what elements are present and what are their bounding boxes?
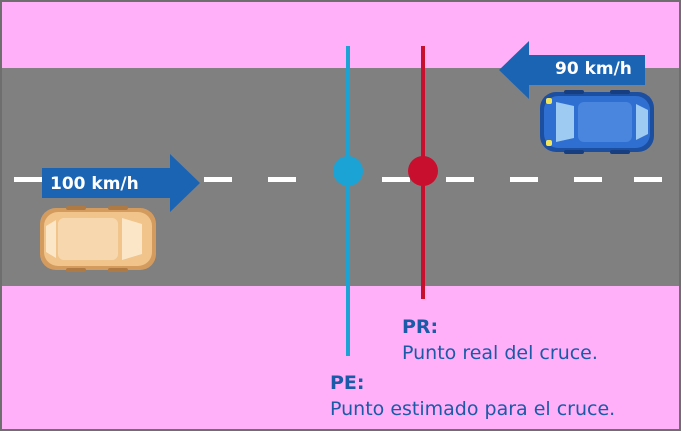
arrow-left-icon	[499, 41, 645, 99]
lane-dash	[382, 177, 410, 182]
pr-title: PR:	[402, 316, 439, 338]
pe-description: Punto estimado para el cruce.	[330, 398, 616, 420]
left-speed-label: 100 km/h	[50, 174, 139, 194]
lane-dash	[634, 177, 662, 182]
lane-dash	[268, 177, 296, 182]
lane-dash	[510, 177, 538, 182]
pe-dot	[333, 156, 363, 186]
arrow-right-icon	[42, 154, 200, 212]
right-speed-label: 90 km/h	[555, 59, 632, 79]
pr-description: Punto real del cruce.	[402, 342, 598, 364]
left-car-icon	[40, 206, 156, 272]
lane-dash	[446, 177, 474, 182]
right-car-icon	[540, 90, 654, 154]
lane-dash	[574, 177, 602, 182]
pr-dot	[408, 156, 438, 186]
pe-line	[346, 46, 350, 356]
pe-title: PE:	[330, 372, 365, 394]
lane-dash	[204, 177, 232, 182]
lane-dash	[14, 177, 42, 182]
